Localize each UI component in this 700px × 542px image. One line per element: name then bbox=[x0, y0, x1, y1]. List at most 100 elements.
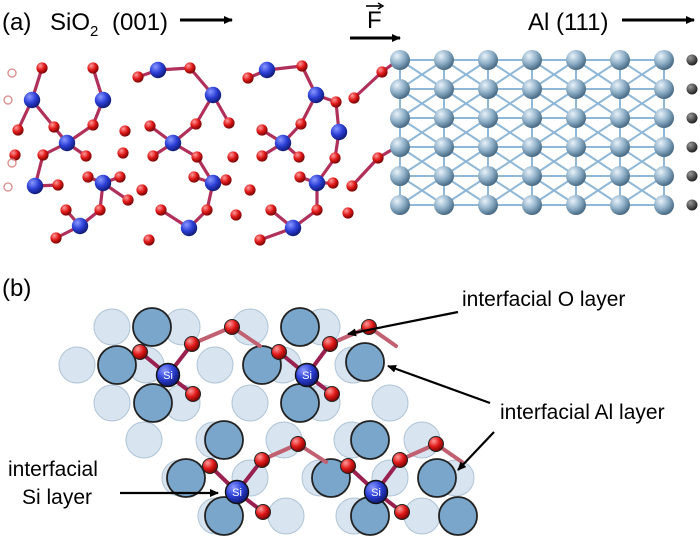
sio2-label: SiO2 bbox=[50, 9, 98, 40]
al-interface-atoms bbox=[97, 307, 478, 536]
si-atom bbox=[294, 362, 320, 388]
o-atom bbox=[392, 452, 408, 468]
al-sublayer-atom bbox=[93, 384, 131, 422]
o-atom bbox=[36, 62, 48, 74]
al-atom bbox=[478, 79, 498, 99]
al-atom bbox=[610, 166, 630, 186]
fixed-atom bbox=[686, 112, 698, 124]
si-atom bbox=[94, 174, 112, 192]
si-atom bbox=[330, 123, 348, 141]
al-atom bbox=[610, 50, 630, 70]
si-atom bbox=[94, 91, 112, 109]
o-atom bbox=[346, 180, 358, 192]
ghost-atom bbox=[3, 182, 13, 192]
panel-b-label: (b) bbox=[2, 275, 31, 302]
o-atom bbox=[132, 344, 148, 360]
o-atom bbox=[394, 504, 410, 520]
al-atom bbox=[434, 108, 454, 128]
al-interface-atom bbox=[350, 420, 390, 460]
o-atom bbox=[37, 149, 49, 161]
si-atom bbox=[307, 86, 325, 104]
o-atom bbox=[87, 62, 99, 74]
o-atom bbox=[143, 234, 155, 246]
al-atom bbox=[610, 79, 630, 99]
o-atom bbox=[265, 204, 277, 216]
interfacial-si-label-line1: interfacial bbox=[8, 458, 98, 481]
al-atom bbox=[434, 195, 454, 215]
al-sublayer-atoms bbox=[58, 308, 475, 535]
al-atom bbox=[522, 195, 542, 215]
si-atom bbox=[58, 134, 76, 152]
o-atom bbox=[52, 179, 64, 191]
al-interface-atom bbox=[132, 307, 172, 347]
o-atom bbox=[327, 177, 339, 189]
al-atom bbox=[610, 137, 630, 157]
al-atom bbox=[566, 195, 586, 215]
o-atom bbox=[342, 207, 354, 219]
si-atom bbox=[26, 177, 44, 195]
panel-a: (a) SiO2 (001) F Al (111) bbox=[2, 2, 698, 246]
al-atom bbox=[566, 137, 586, 157]
si-atom bbox=[363, 479, 389, 505]
ghost-atoms bbox=[3, 68, 17, 192]
al-interface-atom bbox=[438, 496, 478, 536]
al-interface-atom bbox=[280, 383, 320, 423]
o-atom bbox=[372, 152, 384, 164]
si-atom bbox=[204, 174, 222, 192]
interfacial-al-arrow-top bbox=[387, 364, 491, 405]
al-atom bbox=[390, 50, 410, 70]
o-atom bbox=[428, 436, 444, 452]
al-atom bbox=[610, 195, 630, 215]
o-atom bbox=[155, 204, 167, 216]
si-atom bbox=[180, 219, 198, 237]
o-atom bbox=[376, 66, 388, 78]
interfacial-o-arrow bbox=[347, 310, 459, 337]
interface-bond bbox=[352, 70, 384, 100]
al-sublayer-atom bbox=[231, 384, 269, 422]
o-atom bbox=[184, 62, 196, 74]
o-atom bbox=[202, 458, 218, 474]
o-atom bbox=[201, 204, 213, 216]
al-interface-atom bbox=[166, 458, 206, 498]
si-atom bbox=[149, 61, 167, 79]
al-atom bbox=[434, 166, 454, 186]
o-atom bbox=[94, 204, 106, 216]
o-atom bbox=[293, 151, 305, 163]
o-atom bbox=[295, 118, 307, 130]
o-atom bbox=[340, 458, 356, 474]
o-atom bbox=[132, 71, 144, 83]
al-atoms bbox=[390, 50, 698, 215]
al-atom bbox=[390, 166, 410, 186]
o-atom bbox=[254, 452, 270, 468]
o-atom bbox=[255, 504, 271, 520]
si-atom bbox=[71, 217, 89, 235]
al-atom bbox=[566, 79, 586, 99]
al-atom bbox=[654, 137, 674, 157]
interfacial-al-arrow-bottom bbox=[457, 431, 495, 471]
o-atom bbox=[324, 386, 340, 402]
o-atom bbox=[9, 149, 21, 161]
al-atom bbox=[522, 137, 542, 157]
al-atom bbox=[478, 137, 498, 157]
o-atom bbox=[60, 204, 72, 216]
ghost-atom bbox=[7, 158, 17, 168]
force-vector-hat-tip bbox=[377, 2, 385, 10]
o-atom bbox=[254, 234, 266, 246]
ghost-atom bbox=[3, 95, 13, 105]
sio2-slab bbox=[3, 58, 400, 246]
al-atom bbox=[522, 79, 542, 99]
al-sublayer-atom bbox=[125, 421, 163, 459]
al-atom bbox=[434, 137, 454, 157]
o-atom bbox=[119, 125, 131, 137]
o-atom bbox=[224, 319, 240, 335]
al-atom bbox=[478, 50, 498, 70]
fixed-atom bbox=[686, 199, 698, 211]
o-atom bbox=[82, 171, 94, 183]
o-atom bbox=[136, 184, 148, 196]
o-atom bbox=[294, 171, 306, 183]
o-atom bbox=[256, 124, 268, 136]
si-atom bbox=[204, 86, 222, 104]
